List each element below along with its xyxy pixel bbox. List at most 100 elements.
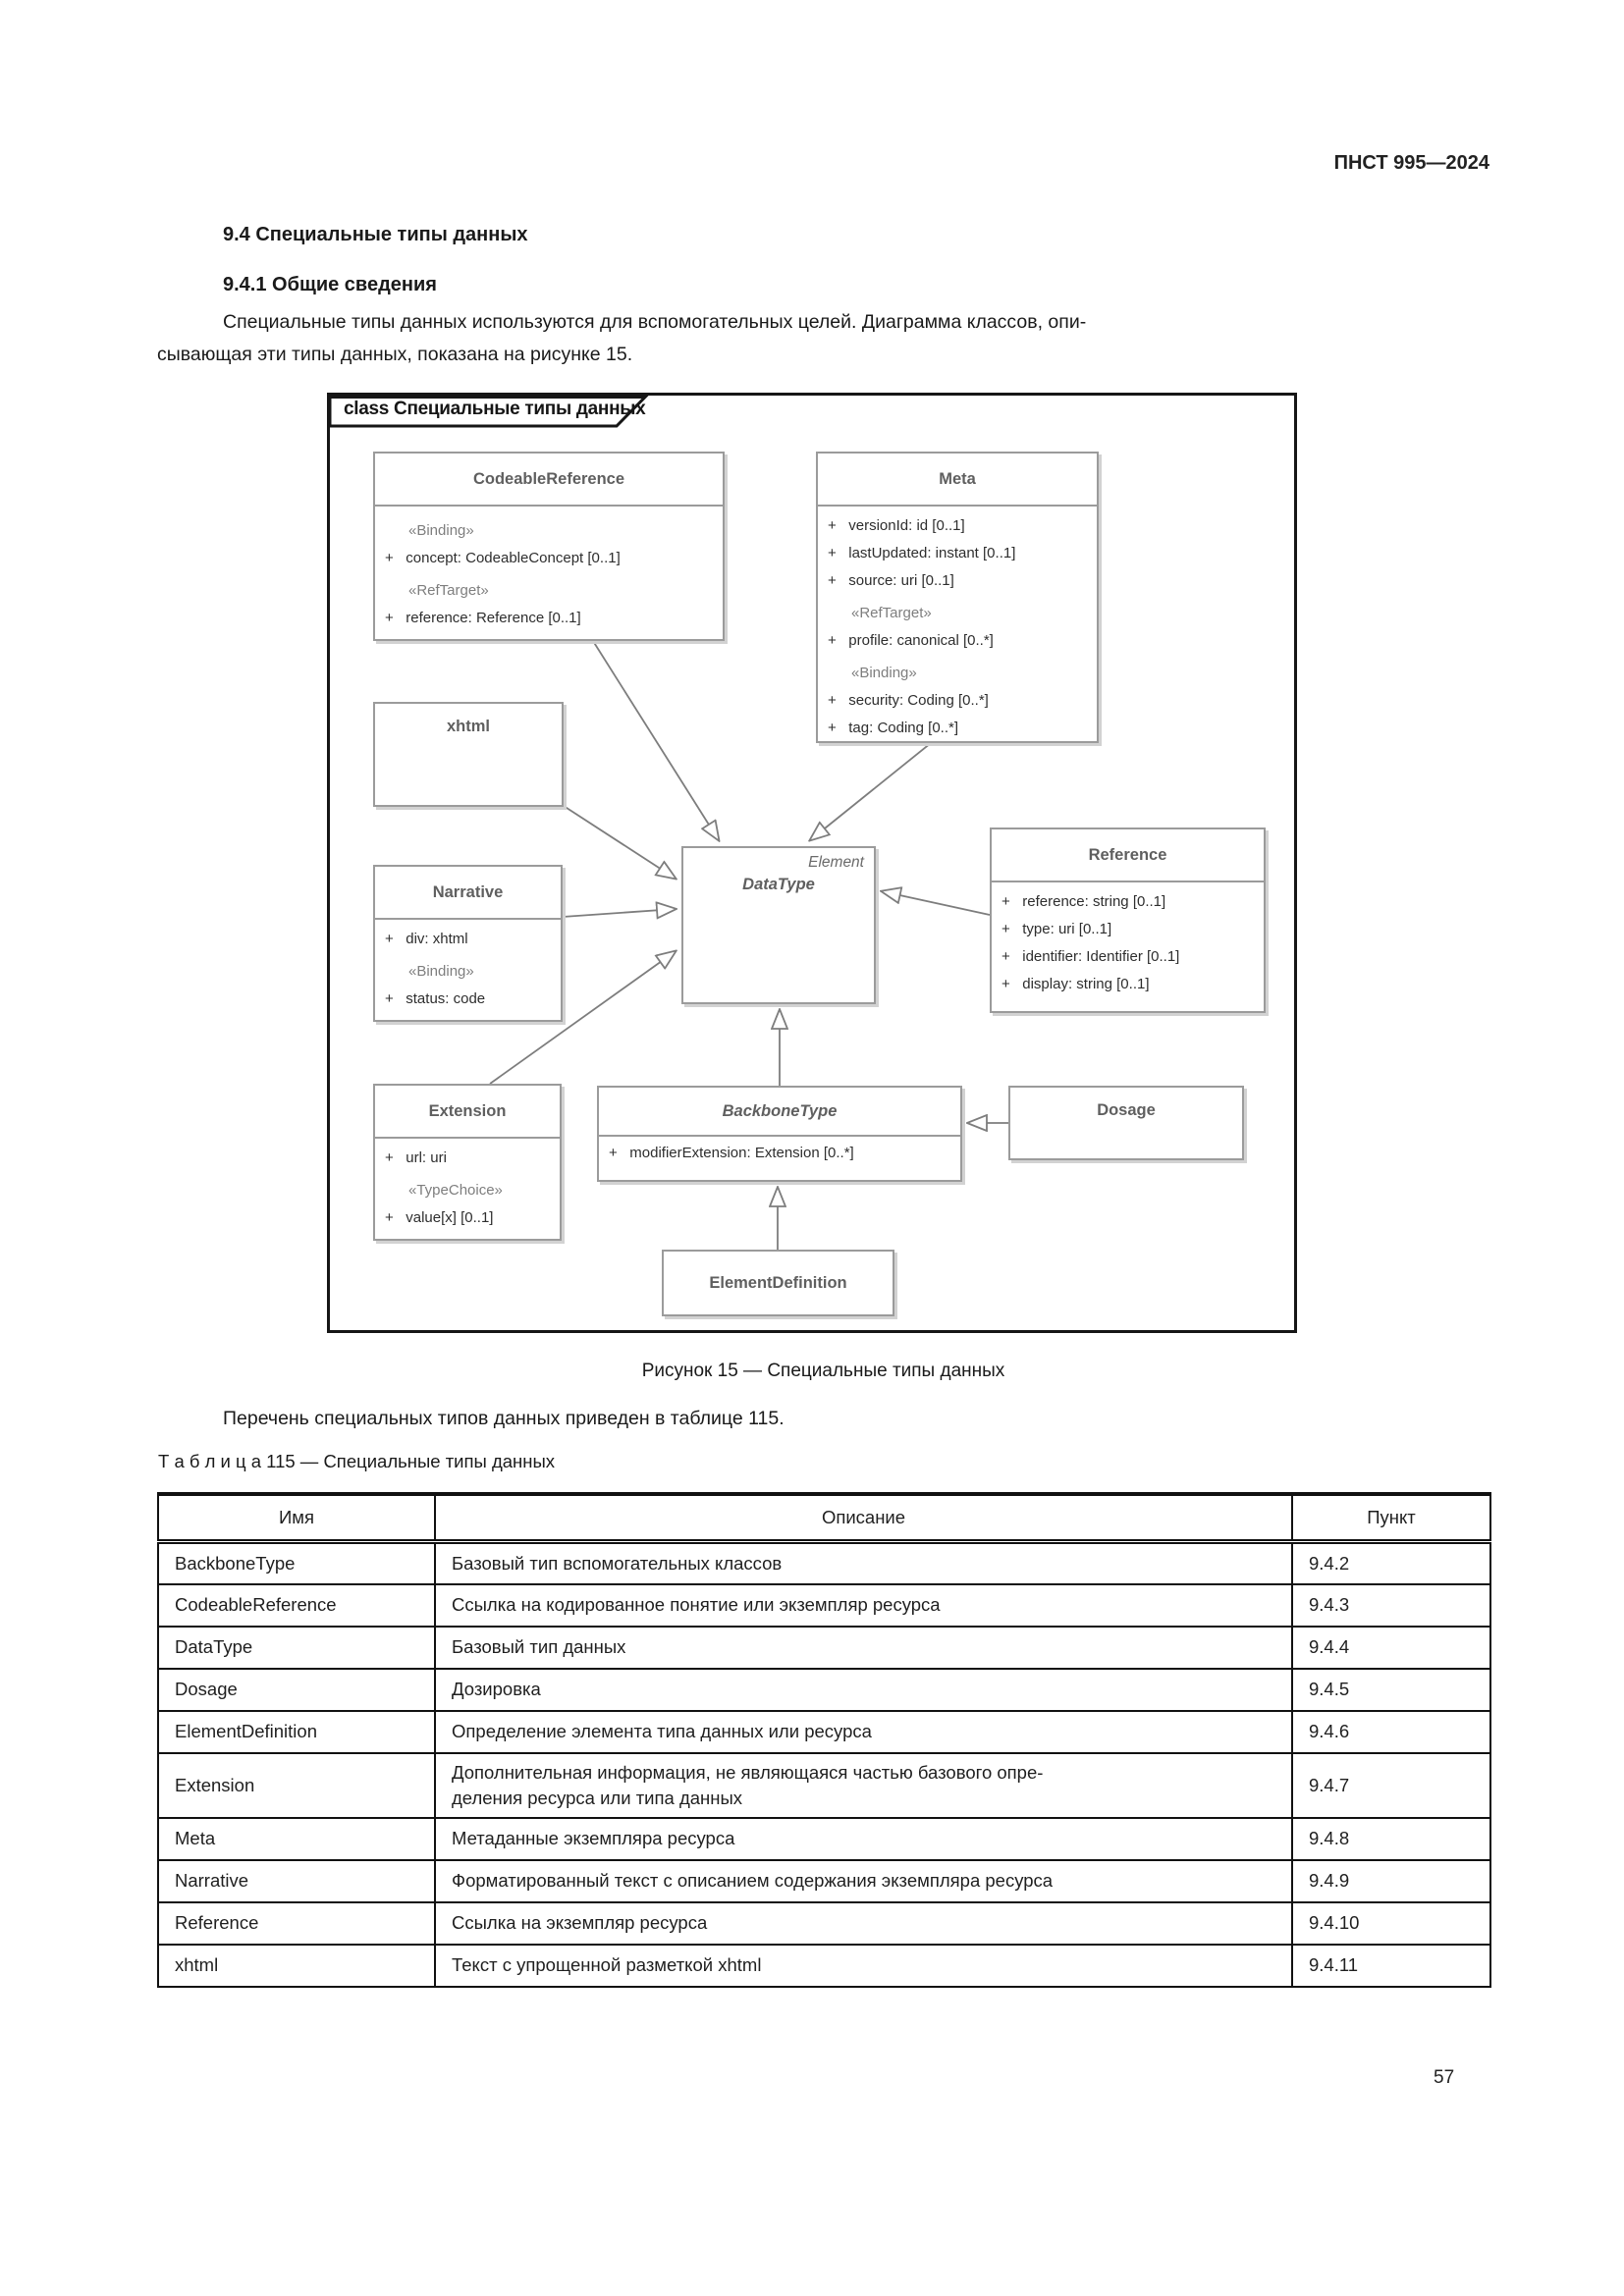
figure-caption: Рисунок 15 — Специальные типы данных [641,1361,1005,1381]
cell-description: Метаданные экземпляра ресурса [434,1816,1293,1861]
class-name: BackboneType [599,1088,960,1137]
class-attribute: + tag: Coding [0..*] [828,720,959,736]
class-box-xhtml: xhtml [373,702,564,807]
class-box-extension: Extension + url: uri «TypeChoice» + valu… [373,1084,562,1241]
column-header-clause: Пункт [1291,1492,1491,1544]
class-attribute: + value[x] [0..1] [385,1209,494,1226]
class-attribute: + modifierExtension: Extension [0..*] [609,1145,854,1161]
cell-clause: 9.4.2 [1291,1540,1491,1585]
cell-description: Базовый тип данных [434,1625,1293,1670]
class-superlabel: Element [808,854,864,871]
class-name: CodeableReference [375,454,723,507]
class-attribute: + source: uri [0..1] [828,572,954,589]
column-header-name: Имя [157,1492,436,1544]
data-types-table: Имя Описание Пункт BackboneType Базовый … [157,1492,1491,1988]
class-name: Dosage [1097,1101,1156,1119]
class-name: xhtml [446,718,490,735]
uml-connectors [489,640,1008,1250]
class-box-reference: Reference + reference: string [0..1] + t… [990,828,1266,1013]
frame-tab-label: class Специальные типы данных [344,399,646,419]
table-row: BackboneType Базовый тип вспомогательных… [157,1540,1491,1585]
cell-name: Narrative [157,1858,436,1903]
page-header: ПНСТ 995—2024 [1333,152,1489,174]
frame-tab [330,396,649,428]
cell-description: Базовый тип вспомогательных классов [434,1540,1293,1585]
table-row: ElementDefinition Определение элемента т… [157,1709,1491,1754]
cell-description: Ссылка на кодированное понятие или экзем… [434,1582,1293,1628]
table-row: CodeableReference Ссылка на кодированное… [157,1582,1491,1628]
cell-clause: 9.4.9 [1291,1858,1491,1903]
table-row: Extension Дополнительная информация, не … [157,1751,1491,1819]
cell-description: Форматированный текст с описанием содерж… [434,1858,1293,1903]
table-row: xhtml Текст с упрощенной разметкой xhtml… [157,1943,1491,1988]
class-box-narrative: Narrative + div: xhtml «Binding» + statu… [373,865,563,1022]
cell-name: CodeableReference [157,1582,436,1628]
cell-name: Extension [157,1751,436,1819]
cell-clause: 9.4.8 [1291,1816,1491,1861]
edge-xhtml-datatype [563,805,676,879]
cell-name: ElementDefinition [157,1709,436,1754]
table-row: Narrative Форматированный текст с описан… [157,1858,1491,1903]
cell-name: xhtml [157,1943,436,1988]
class-stereotype: «Binding» [851,665,917,681]
class-box-elementdefinition: ElementDefinition [662,1250,894,1316]
table-row: Reference Ссылка на экземпляр ресурса 9.… [157,1900,1491,1946]
class-box-meta: Meta + versionId: id [0..1] + lastUpdate… [816,452,1099,743]
class-attribute: + profile: canonical [0..*] [828,632,994,649]
class-attribute: + concept: CodeableConcept [0..1] [385,550,621,566]
class-attribute: + type: uri [0..1] [1001,921,1112,937]
cell-clause: 9.4.11 [1291,1943,1491,1988]
class-attribute: + identifier: Identifier [0..1] [1001,948,1180,965]
cell-name: Dosage [157,1667,436,1712]
class-box-codeablereference: CodeableReference «Binding» + concept: C… [373,452,725,641]
cell-clause: 9.4.10 [1291,1900,1491,1946]
cell-description: Дозировка [434,1667,1293,1712]
uml-diagram-frame: class Специальные типы данных CodeableRe… [327,393,1297,1333]
class-attribute: + versionId: id [0..1] [828,517,965,534]
edge-narrative-datatype [562,909,676,917]
class-attribute: + status: code [385,990,486,1007]
class-attribute: + security: Coding [0..*] [828,692,989,709]
cell-name: DataType [157,1625,436,1670]
class-box-dosage: Dosage [1008,1086,1244,1160]
class-attribute: + reference: string [0..1] [1001,893,1166,910]
cell-clause: 9.4.3 [1291,1582,1491,1628]
class-box-datatype: Element DataType [681,846,876,1004]
table-header-row: Имя Описание Пункт [157,1492,1491,1544]
section-heading-9-4: 9.4 Специальные типы данных [223,224,528,245]
edge-reference-datatype [882,891,991,916]
cell-description: Дополнительная информация, не являющаяся… [434,1751,1293,1819]
class-attribute: + lastUpdated: instant [0..1] [828,545,1016,561]
cell-name: Meta [157,1816,436,1861]
class-name: Extension [375,1086,560,1139]
class-stereotype: «RefTarget» [851,605,932,621]
class-name: DataType [742,876,815,893]
class-attribute: + div: xhtml [385,931,468,947]
class-name: Narrative [375,867,561,920]
class-name: Meta [818,454,1097,507]
cell-clause: 9.4.5 [1291,1667,1491,1712]
table-row: Dosage Дозировка 9.4.5 [157,1667,1491,1712]
class-name: ElementDefinition [709,1273,847,1292]
class-box-backbonetype: BackboneType + modifierExtension: Extens… [597,1086,962,1182]
cell-description: Ссылка на экземпляр ресурса [434,1900,1293,1946]
column-header-description: Описание [434,1492,1293,1544]
edge-extension-datatype [489,951,676,1085]
class-name: Reference [992,829,1264,882]
class-stereotype: «RefTarget» [408,582,489,599]
edge-codeablereference-datatype [592,640,719,840]
cell-name: BackboneType [157,1540,436,1585]
class-attribute: + display: string [0..1] [1001,976,1150,992]
class-stereotype: «Binding» [408,963,474,980]
table-row: Meta Метаданные экземпляра ресурса 9.4.8 [157,1816,1491,1861]
class-attribute: + reference: Reference [0..1] [385,610,581,626]
cell-description: Определение элемента типа данных или рес… [434,1709,1293,1754]
cell-name: Reference [157,1900,436,1946]
class-stereotype: «TypeChoice» [408,1182,503,1199]
class-stereotype: «Binding» [408,522,474,539]
table-row: DataType Базовый тип данных 9.4.4 [157,1625,1491,1670]
cell-clause: 9.4.7 [1291,1751,1491,1819]
cell-description: Текст с упрощенной разметкой xhtml [434,1943,1293,1988]
cell-clause: 9.4.4 [1291,1625,1491,1670]
